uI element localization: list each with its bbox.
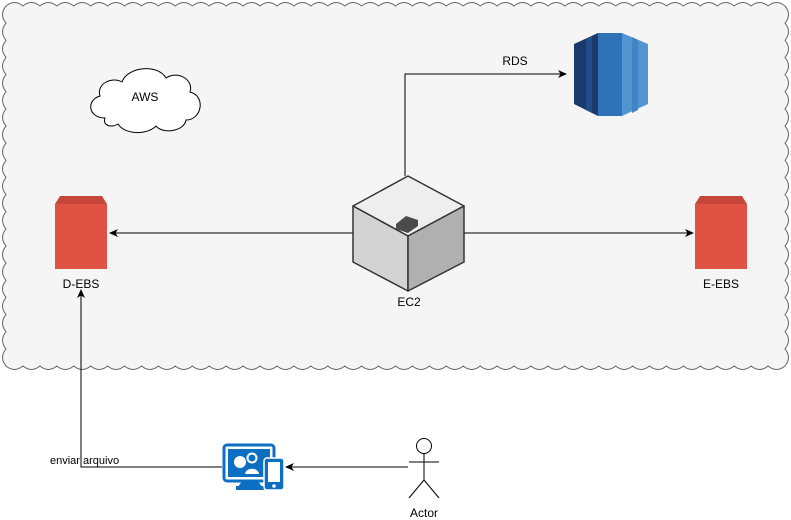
e-ebs-volume[interactable]: E-EBS (695, 196, 747, 291)
connectors (77, 70, 694, 471)
ec2-instance-icon[interactable]: EC2 (352, 175, 465, 309)
actor-label: Actor (410, 506, 438, 520)
ec2-label: EC2 (397, 295, 421, 309)
aws-cloud-shape: AWS (90, 68, 201, 133)
aws-label: AWS (132, 90, 159, 104)
d-ebs-volume[interactable]: D-EBS (55, 196, 107, 291)
upload-edge-label: enviar arquivo (50, 455, 119, 467)
d-ebs-label: D-EBS (63, 277, 100, 291)
e-ebs-label: E-EBS (703, 277, 739, 291)
edge-ec2-to-rds[interactable] (404, 70, 567, 176)
rds-database-icon[interactable]: RDS (502, 33, 648, 116)
rds-label: RDS (502, 54, 527, 68)
desktop-and-mobile-icon[interactable] (222, 443, 285, 491)
actor-icon[interactable] (408, 438, 440, 499)
edge-device-to-d-ebs[interactable] (77, 289, 222, 468)
